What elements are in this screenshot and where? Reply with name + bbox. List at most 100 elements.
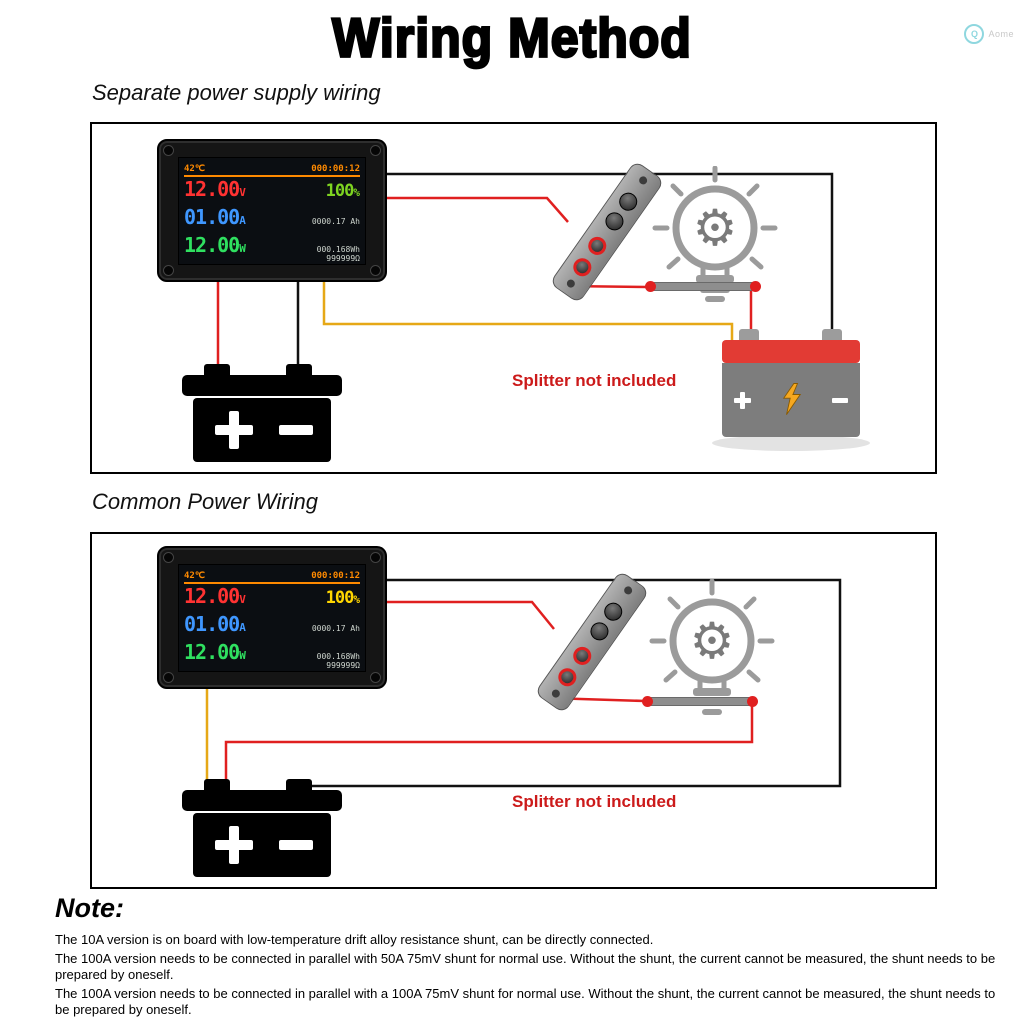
resistance-reading: 999999Ω bbox=[326, 661, 360, 670]
battery-black bbox=[182, 779, 342, 879]
wire-red-to-shunt bbox=[387, 600, 555, 630]
section-heading-common: Common Power Wiring bbox=[92, 489, 318, 514]
bulb-glass-icon bbox=[672, 185, 758, 271]
mounting-hole-icon bbox=[550, 688, 562, 700]
battery-cap bbox=[182, 790, 342, 811]
brand-name: Aome bbox=[988, 29, 1014, 39]
mounting-hole-icon bbox=[622, 584, 634, 596]
battery-terminal-positive bbox=[204, 364, 230, 377]
battery-red-cap bbox=[722, 340, 860, 363]
meter-timer: 000:00:12 bbox=[311, 164, 360, 174]
meter-screen: 42℃ 000:00:12 12.00V 100% 01.00A 0000.17… bbox=[178, 564, 366, 672]
resistance-reading: 999999Ω bbox=[326, 254, 360, 263]
power-meter: 42℃ 000:00:12 12.00V 100% 01.00A 0000.17… bbox=[157, 546, 387, 689]
wire-red-to-shunt bbox=[387, 196, 569, 223]
battery-body bbox=[193, 398, 331, 462]
power-reading: 12.00W bbox=[184, 640, 246, 664]
bulb-glass-icon bbox=[669, 598, 755, 684]
minus-icon bbox=[832, 397, 848, 403]
meter-screen: 42℃ 000:00:12 12.00V 100% 01.00A 0000.17… bbox=[178, 157, 366, 265]
gear-icon: ⚙ bbox=[690, 612, 735, 670]
plus-icon bbox=[215, 826, 253, 864]
screw-icon bbox=[163, 265, 174, 276]
meter-temperature: 42℃ bbox=[184, 571, 205, 581]
note-line: The 10A version is on board with low-tem… bbox=[55, 932, 654, 947]
screw-icon bbox=[370, 552, 381, 563]
bulb-rays-icon bbox=[652, 165, 778, 270]
battery-body bbox=[193, 813, 331, 877]
screw-icon bbox=[370, 265, 381, 276]
lamp-terminal-bar bbox=[645, 281, 761, 292]
terminal-dot-icon bbox=[642, 696, 653, 707]
screw-icon bbox=[370, 145, 381, 156]
battery-body bbox=[722, 363, 860, 437]
screw-icon bbox=[163, 552, 174, 563]
battery-post-positive bbox=[739, 329, 759, 342]
battery-black bbox=[182, 364, 342, 464]
meter-temperature: 42℃ bbox=[184, 164, 205, 174]
energy-readings: 000.168Wh 999999Ω bbox=[317, 245, 360, 263]
voltage-reading: 12.00V bbox=[184, 584, 246, 608]
battery-percent-reading: 100% bbox=[325, 588, 360, 608]
watt-hours-reading: 000.168Wh bbox=[316, 245, 360, 254]
shunt-bolt-icon bbox=[601, 208, 627, 234]
terminal-dot-icon bbox=[747, 696, 758, 707]
light-bulb: ⚙ bbox=[637, 578, 787, 729]
energy-readings: 000.168Wh 999999Ω bbox=[317, 652, 360, 670]
shunt-bar bbox=[534, 570, 650, 714]
amp-hours-reading: 0000.17 Ah bbox=[311, 217, 360, 226]
lamp-terminal-bar bbox=[642, 696, 758, 707]
plus-icon bbox=[215, 411, 253, 449]
plus-icon bbox=[734, 391, 751, 409]
battery-terminal-negative bbox=[286, 364, 312, 377]
battery-terminal-negative bbox=[286, 779, 312, 792]
bulb-icon: ⚙ bbox=[652, 165, 778, 302]
bulb-rays-icon bbox=[649, 578, 775, 683]
battery-shadow bbox=[712, 435, 870, 451]
gear-icon: ⚙ bbox=[693, 199, 738, 257]
shunt-terminal-highlight-icon bbox=[554, 664, 580, 690]
screw-icon bbox=[370, 672, 381, 683]
meter-timer: 000:00:12 bbox=[311, 571, 360, 581]
light-bulb: ⚙ bbox=[640, 165, 790, 316]
note-line: The 100A version needs to be connected i… bbox=[55, 950, 996, 983]
lightning-bolt-icon bbox=[782, 383, 801, 415]
terminal-dot-icon bbox=[645, 281, 656, 292]
shunt-bolt-icon bbox=[615, 189, 641, 215]
brand-logo: Q Aome bbox=[964, 24, 1014, 44]
amp-hours-reading: 0000.17 Ah bbox=[311, 624, 360, 633]
power-reading: 12.00W bbox=[184, 233, 246, 257]
note-line: The 100A version needs to be connected i… bbox=[55, 985, 996, 1018]
watt-hours-reading: 000.168Wh bbox=[316, 652, 360, 661]
screw-icon bbox=[163, 672, 174, 683]
minus-icon bbox=[279, 840, 313, 850]
shunt-terminal-highlight-icon bbox=[584, 233, 610, 259]
minus-icon bbox=[279, 425, 313, 435]
battery-cap bbox=[182, 375, 342, 396]
page-title: Wiring Method bbox=[331, 6, 692, 70]
battery-red-top bbox=[712, 329, 870, 454]
splitter-note: Splitter not included bbox=[512, 371, 677, 390]
battery-percent-reading: 100% bbox=[325, 181, 360, 201]
power-meter: 42℃ 000:00:12 12.00V 100% 01.00A 0000.17… bbox=[157, 139, 387, 282]
note-title: Note: bbox=[55, 893, 124, 923]
current-reading: 01.00A bbox=[184, 205, 246, 229]
bulb-icon: ⚙ bbox=[649, 578, 775, 715]
screw-icon bbox=[163, 145, 174, 156]
mounting-hole-icon bbox=[565, 278, 577, 290]
splitter-note: Splitter not included bbox=[512, 792, 677, 811]
shunt-bolt-icon bbox=[586, 618, 612, 644]
shunt-bolt-icon bbox=[600, 599, 626, 625]
voltage-reading: 12.00V bbox=[184, 177, 246, 201]
battery-post-negative bbox=[822, 329, 842, 342]
diagram-common-wiring: 42℃ 000:00:12 12.00V 100% 01.00A 0000.17… bbox=[90, 532, 937, 889]
terminal-dot-icon bbox=[750, 281, 761, 292]
shunt-splitter bbox=[532, 559, 652, 724]
shunt-terminal-highlight-icon bbox=[569, 254, 595, 280]
shunt-terminal-highlight-icon bbox=[569, 643, 595, 669]
diagram-separate-wiring: 42℃ 000:00:12 12.00V 100% 01.00A 0000.17… bbox=[90, 122, 937, 474]
battery-terminal-positive bbox=[204, 779, 230, 792]
section-heading-separate: Separate power supply wiring bbox=[92, 80, 381, 105]
current-reading: 01.00A bbox=[184, 612, 246, 636]
